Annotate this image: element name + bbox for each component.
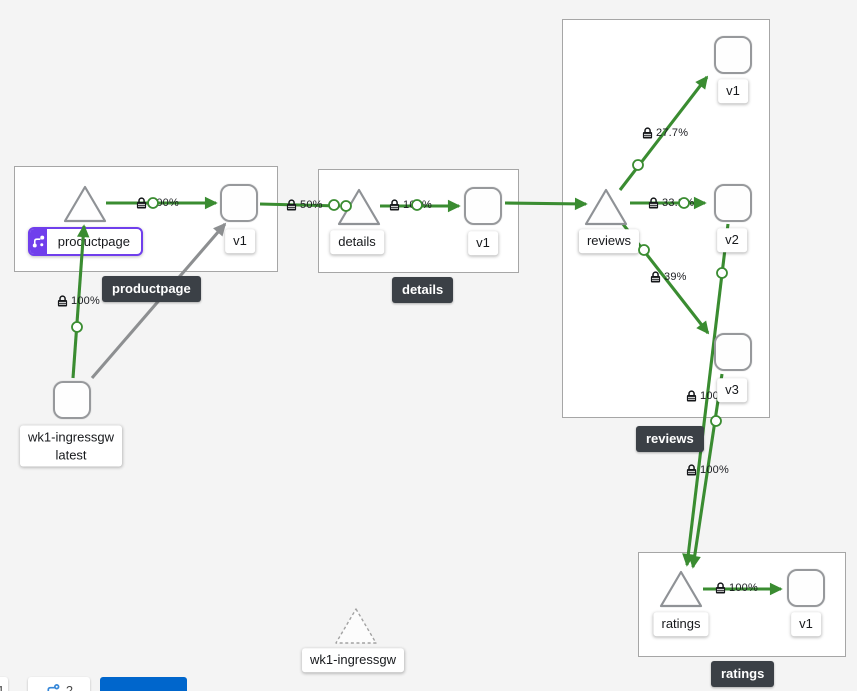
edge-productpage-v1-to-details[interactable] <box>259 202 341 208</box>
service-label-reviews-service[interactable]: reviews <box>578 229 640 253</box>
edge-waypoint-circle <box>328 199 340 211</box>
mtls-lock-icon <box>686 390 697 402</box>
workload-label-reviews-v1[interactable]: v1 <box>718 79 748 103</box>
mtls-lock-icon <box>650 271 661 283</box>
edge-percent: 39% <box>664 271 687 283</box>
mtls-lock-icon <box>648 197 659 209</box>
toolbar-chip-2-count: 2 <box>65 683 74 691</box>
edge-ingress-to-productpage[interactable] <box>71 224 90 379</box>
edge-percent: 100% <box>71 295 100 307</box>
edge-percent: 100% <box>150 197 179 209</box>
selected-service-name: productpage <box>57 234 130 249</box>
group-box-ratings[interactable] <box>638 552 846 657</box>
workload-node-reviews-v3[interactable] <box>714 333 752 371</box>
edge-label-productpage-v1-to-details: 50% <box>286 199 323 211</box>
workload-node-wk1-ingressgw-latest[interactable] <box>53 381 91 419</box>
edge-waypoint-circle <box>638 244 650 256</box>
edge-label-productpage-to-v1: 100% <box>136 197 179 209</box>
edge-waypoint-circle <box>147 197 159 209</box>
edge-label-details-to-v1: 100% <box>389 199 432 211</box>
group-label-reviews[interactable]: reviews <box>636 426 704 452</box>
mtls-lock-icon <box>642 127 653 139</box>
edge-percent: 100% <box>729 582 758 594</box>
edge-label-ratings-to-v1: 100% <box>715 582 758 594</box>
service-node-details-service[interactable] <box>336 186 382 228</box>
edge-waypoint-circle <box>71 321 83 333</box>
edge-percent: 50% <box>300 199 323 211</box>
workload-node-reviews-v1[interactable] <box>714 36 752 74</box>
edge-label-reviews-to-v2: 33.2% <box>648 197 694 209</box>
workload-label-reviews-v2[interactable]: v2 <box>717 228 747 252</box>
group-label-productpage[interactable]: productpage <box>102 276 201 302</box>
edge-percent: 100% <box>403 199 432 211</box>
service-node-ratings-service[interactable] <box>658 568 704 610</box>
service-node-productpage-service[interactable] <box>62 183 108 225</box>
edge-ingress-to-productpage-v1[interactable] <box>90 222 227 380</box>
group-box-reviews[interactable] <box>562 19 770 418</box>
edge-reviews-to-v1[interactable] <box>618 75 709 191</box>
legend-button[interactable]: Legend <box>100 677 187 691</box>
edge-reviews-to-v3[interactable] <box>617 218 710 335</box>
code-branch-icon <box>30 229 47 254</box>
code-branch-icon <box>45 683 60 691</box>
workload-label-productpage-v1[interactable]: v1 <box>225 229 255 253</box>
group-label-details[interactable]: details <box>392 277 454 303</box>
edge-percent: 100% <box>700 464 729 476</box>
mtls-lock-icon <box>389 199 400 211</box>
service-node-reviews-service[interactable] <box>583 186 629 228</box>
group-box-details[interactable] <box>318 169 519 273</box>
edge-waypoint-circle <box>632 159 644 171</box>
edge-details-v1-to-reviews[interactable] <box>504 197 588 211</box>
service-label-ratings-service[interactable]: ratings <box>653 612 709 636</box>
edge-waypoint-circle <box>716 267 728 279</box>
toolbar-chip-1-count: 1 <box>0 683 5 691</box>
edge-label-reviews-v3-to-ratings: 100% <box>686 464 729 476</box>
toolbar-chip-2[interactable]: 2 <box>28 677 90 691</box>
edge-percent: 100% <box>700 390 729 402</box>
edge-waypoint-circle <box>411 199 423 211</box>
selected-service-badge[interactable]: productpage <box>28 227 143 256</box>
mtls-lock-icon <box>136 197 147 209</box>
mtls-lock-icon <box>686 464 697 476</box>
group-label-ratings[interactable]: ratings <box>711 661 775 687</box>
workload-node-details-v1[interactable] <box>464 187 502 225</box>
edge-waypoint-circle <box>340 200 352 212</box>
mtls-lock-icon <box>286 199 297 211</box>
edge-label-ingress-to-productpage: 100% <box>57 295 100 307</box>
edge-waypoint-circle <box>710 415 722 427</box>
workload-label-ratings-v1[interactable]: v1 <box>791 612 821 636</box>
service-label-wk1-ingressgw-idle[interactable]: wk1-ingressgw <box>302 648 404 672</box>
toolbar-chip-1[interactable]: ◆1 <box>0 677 8 691</box>
workload-node-ratings-v1[interactable] <box>787 569 825 607</box>
edge-percent: 27.7% <box>656 127 689 139</box>
workload-label-details-v1[interactable]: v1 <box>468 231 498 255</box>
edge-reviews-v3-to-ratings[interactable] <box>688 373 724 569</box>
edge-reviews-v2-to-ratings[interactable] <box>682 223 730 567</box>
workload-label-reviews-v3[interactable]: v3 <box>717 378 747 402</box>
edge-percent: 33.2% <box>662 197 695 209</box>
edge-waypoint-circle <box>678 197 690 209</box>
mtls-lock-icon <box>715 582 726 594</box>
service-label-details-service[interactable]: details <box>330 230 384 254</box>
workload-node-productpage-v1[interactable] <box>220 184 258 222</box>
edge-label-reviews-to-v3: 39% <box>650 271 687 283</box>
workload-node-reviews-v2[interactable] <box>714 184 752 222</box>
edge-label-reviews-v2-to-ratings: 100% <box>686 390 729 402</box>
service-node-wk1-ingressgw-idle[interactable] <box>333 605 379 647</box>
mtls-lock-icon <box>57 295 68 307</box>
edge-label-reviews-to-v1: 27.7% <box>642 127 688 139</box>
group-box-productpage[interactable] <box>14 166 278 272</box>
